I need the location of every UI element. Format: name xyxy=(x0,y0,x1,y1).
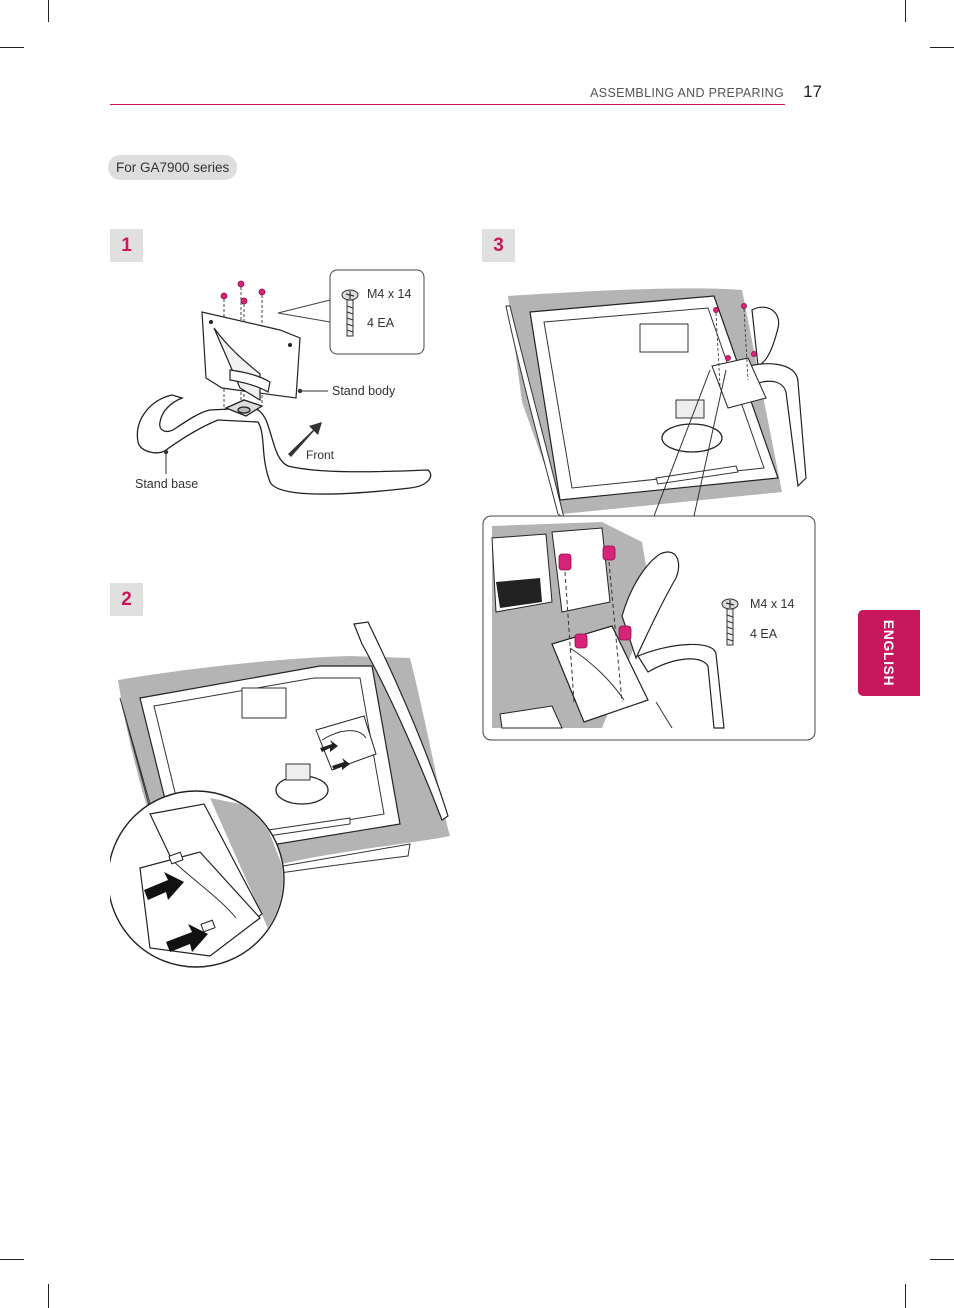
stand-base-shape xyxy=(136,394,432,495)
header-rule xyxy=(110,104,785,105)
step-number: 2 xyxy=(110,583,143,616)
attach-stand-illustration xyxy=(110,621,450,968)
stand-body-label: Stand body xyxy=(332,384,396,398)
screw-spec: M4 x 14 xyxy=(367,287,412,301)
section-title: ASSEMBLING AND PREPARING xyxy=(590,86,784,100)
front-label: Front xyxy=(306,448,335,462)
page-number: 17 xyxy=(803,82,822,101)
stand-base-label: Stand base xyxy=(135,477,198,491)
crop-mark xyxy=(905,0,906,22)
screw-spec: M4 x 14 xyxy=(750,597,795,611)
crop-mark xyxy=(930,1259,954,1260)
push-arrow-icon xyxy=(144,872,184,900)
page-header: ASSEMBLING AND PREPARING 17 xyxy=(110,82,822,108)
crop-mark xyxy=(905,1284,906,1308)
screw-count: 4 EA xyxy=(367,316,395,330)
stand-assembly-illustration: M4 x 14 4 EA Stand body Stand base Front xyxy=(135,269,432,495)
front-arrow-icon xyxy=(288,422,322,457)
stand-body-shape xyxy=(201,311,301,402)
crop-mark xyxy=(0,47,24,48)
crop-mark xyxy=(0,1259,24,1260)
crop-mark xyxy=(930,47,954,48)
screw-icon xyxy=(721,598,739,646)
crop-mark xyxy=(48,1284,49,1308)
language-label: ENGLISH xyxy=(881,619,897,687)
crop-mark xyxy=(48,0,49,22)
language-tab: ENGLISH xyxy=(858,610,920,696)
secure-stand-illustration: M4 x 14 4 EA xyxy=(482,288,816,741)
screw-count: 4 EA xyxy=(750,627,778,641)
push-arrow-icon xyxy=(166,924,208,952)
screw-icon xyxy=(341,289,359,337)
step-number: 1 xyxy=(110,229,143,262)
step-number: 3 xyxy=(482,229,515,262)
series-label: For GA7900 series xyxy=(108,155,238,180)
